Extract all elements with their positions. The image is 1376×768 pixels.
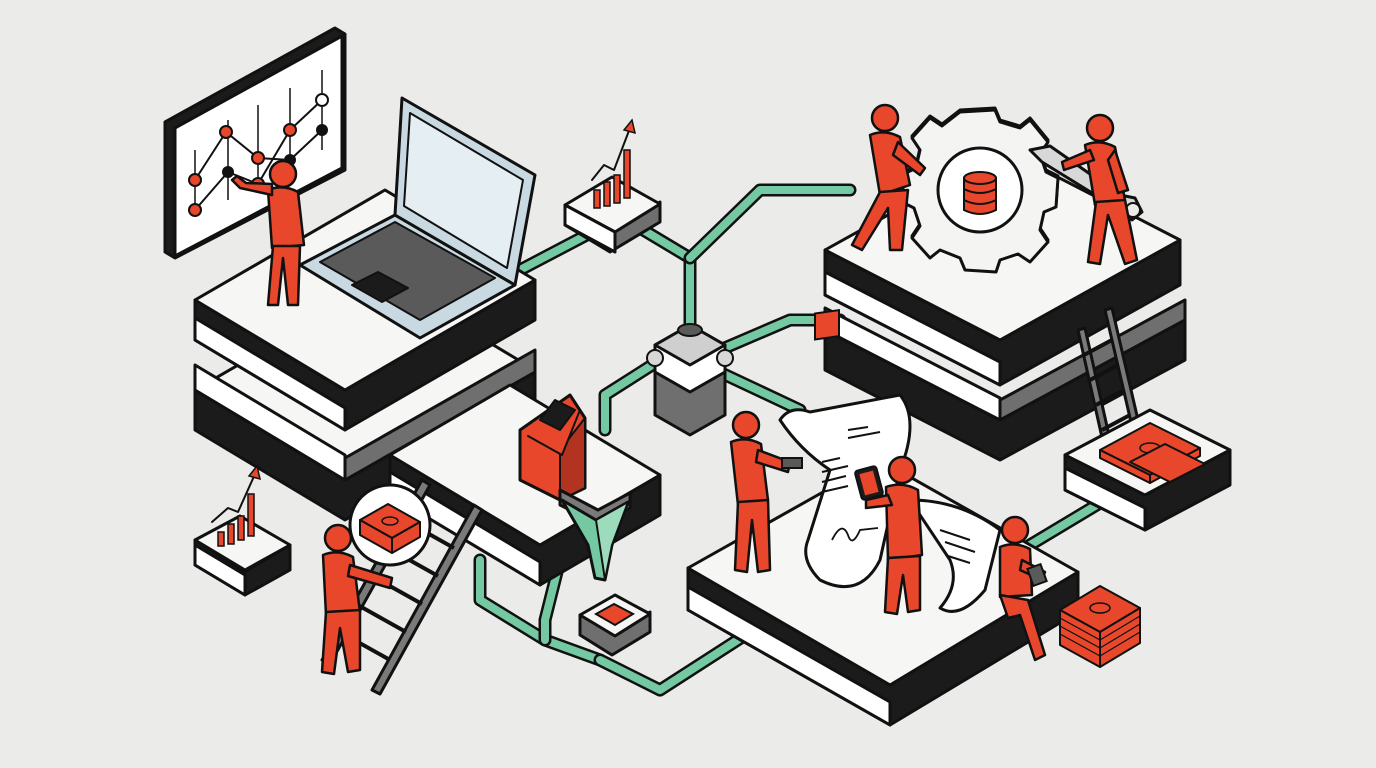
bar-chart-icon-left xyxy=(211,464,262,547)
small-chart-block xyxy=(193,514,292,597)
funnel-icon xyxy=(558,488,632,582)
pipe-funnel-down xyxy=(473,553,757,697)
laptop-icon xyxy=(298,96,537,340)
chart-board-icon xyxy=(163,26,347,260)
folder-icon xyxy=(518,393,587,502)
chart-block xyxy=(563,175,662,254)
money-stack-icon-bottom xyxy=(1059,585,1141,668)
person-gear-right xyxy=(1060,113,1139,266)
person-climber xyxy=(320,523,394,676)
receipt-platform xyxy=(686,458,1080,727)
pipe-hub-to-funnel xyxy=(598,353,667,437)
bar-chart-icon xyxy=(591,118,637,209)
database-icon xyxy=(963,171,997,215)
person-gear-left xyxy=(850,103,927,252)
pipes xyxy=(473,183,1117,697)
gear-database-icon xyxy=(900,106,1060,274)
person-analyst xyxy=(230,159,306,307)
pipe-hub-to-gear-platform xyxy=(683,183,857,265)
money-bubble xyxy=(348,483,432,567)
money-stack-icon-right xyxy=(1099,422,1206,484)
person-seated xyxy=(998,515,1048,662)
person-tablet xyxy=(854,455,924,616)
receipt-scroll-icon xyxy=(778,308,1002,613)
button-block xyxy=(578,593,652,657)
person-scanner xyxy=(729,410,803,574)
pipe-chart-to-hub xyxy=(633,221,697,337)
pipe-junction-icon xyxy=(646,323,734,437)
